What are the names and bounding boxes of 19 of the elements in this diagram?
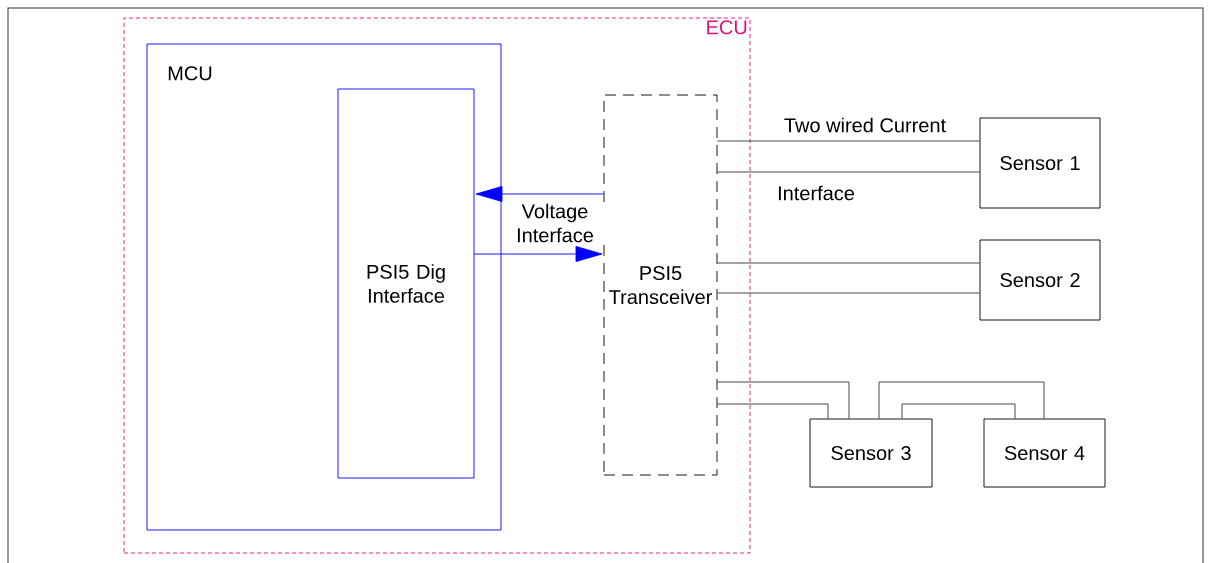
transceiver-box: PSI5 Transceiver	[603, 94, 718, 476]
interface-box: PSI5 Dig Interface	[337, 88, 475, 479]
connector	[901, 403, 1016, 419]
connector	[717, 262, 980, 264]
sensor-box: Sensor 4	[983, 418, 1106, 488]
connector	[717, 381, 850, 419]
connector	[717, 171, 980, 173]
edge-label: Voltage Interface	[504, 202, 606, 244]
connector	[475, 186, 604, 202]
connector	[717, 403, 829, 419]
sensor-box: Sensor 2	[979, 239, 1101, 321]
connector	[717, 140, 980, 142]
connector	[717, 292, 980, 294]
edge-label: Two wired Current	[782, 116, 948, 134]
connector	[878, 381, 1045, 419]
sensor-box: Sensor 3	[809, 418, 933, 488]
connector	[474, 246, 603, 262]
sensor-box: Sensor 1	[979, 117, 1101, 209]
edge-label: Interface	[776, 184, 856, 202]
